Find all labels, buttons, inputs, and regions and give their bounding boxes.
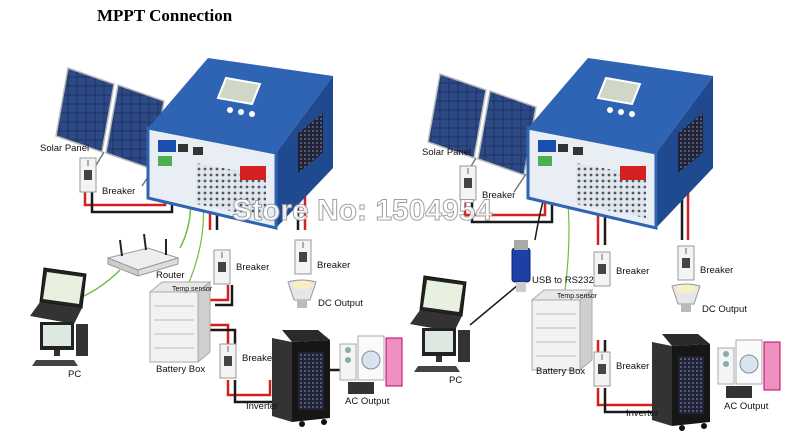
left-dc-lamp: [287, 279, 317, 309]
right-usb-rs232-adapter: [511, 239, 531, 293]
left-label-breaker-dc: Breaker: [317, 260, 350, 271]
left-label-ac-output: AC Output: [345, 396, 390, 407]
right-ac-appliances: [717, 339, 781, 399]
right-label-usb-rs232: USB to RS232: [532, 275, 594, 286]
left-label-solar-panel: Solar Panel: [40, 143, 89, 154]
left-diagram: Solar Panel Breaker Router Breaker Break…: [29, 56, 403, 427]
right-label-dc-output: DC Output: [702, 304, 747, 315]
right-label-solar-panel: Solar Panel: [422, 147, 471, 158]
right-breaker-inverter: [593, 351, 611, 387]
right-label-breaker-inverter: Breaker: [616, 361, 649, 372]
right-desktop-pc: [414, 328, 470, 372]
left-label-pc: PC: [68, 369, 81, 380]
right-label-breaker-solar: Breaker: [482, 190, 515, 201]
right-label-breaker-dc: Breaker: [700, 265, 733, 276]
right-battery-box: [531, 289, 593, 371]
right-dc-lamp: [671, 283, 701, 313]
left-ac-appliances: [339, 335, 403, 395]
right-label-ac-output: AC Output: [724, 401, 769, 412]
left-desktop-pc: [32, 322, 88, 366]
left-breaker-inverter: [219, 343, 237, 379]
left-label-dc-output: DC Output: [318, 298, 363, 309]
left-label-router: Router: [156, 270, 185, 281]
right-label-pc: PC: [449, 375, 462, 386]
right-mppt-controller: [526, 56, 715, 230]
left-label-breaker-inverter: Breaker: [242, 353, 275, 364]
left-label-breaker-battery-top: Breaker: [236, 262, 269, 273]
left-label-inverter: Inverter: [246, 401, 278, 412]
left-breaker-solar: [79, 157, 97, 193]
right-label-temp-sensor: Temp.sensor: [557, 293, 598, 300]
right-label-breaker-battery-top: Breaker: [616, 266, 649, 277]
left-label-breaker-solar: Breaker: [102, 186, 135, 197]
left-label-battery-box: Battery Box: [156, 364, 205, 375]
right-laptop: [409, 275, 467, 333]
store-watermark: Store No: 1504954: [232, 194, 492, 227]
right-breaker-dc: [677, 245, 695, 281]
left-laptop: [29, 267, 87, 325]
diagram-title: MPPT Connection: [97, 6, 233, 25]
right-inverter: [652, 334, 710, 431]
right-diagram: Solar Panel Breaker USB to RS232 Breaker…: [409, 56, 781, 431]
right-breaker-battery-top: [593, 251, 611, 287]
right-solar-panel: [427, 73, 537, 193]
left-breaker-battery-top: [213, 249, 231, 285]
left-inverter: [272, 330, 330, 427]
right-label-battery-box: Battery Box: [536, 366, 585, 377]
left-battery-box: [149, 281, 211, 363]
right-label-inverter: Inverter: [626, 408, 658, 419]
left-label-temp-sensor: Temp.sensor: [172, 286, 213, 293]
left-breaker-dc: [294, 239, 312, 275]
